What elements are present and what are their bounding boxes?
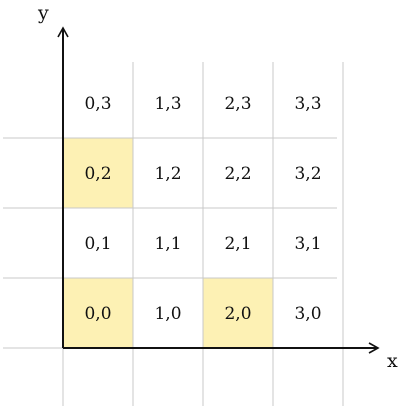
cell-label: 1,3 <box>154 94 181 114</box>
cell-label: 3,0 <box>294 304 321 324</box>
cell-label: 3,2 <box>294 164 321 184</box>
axes: x y <box>37 2 398 372</box>
highlighted-cell <box>63 138 133 208</box>
cell-label: 1,0 <box>154 304 181 324</box>
y-axis-label: y <box>37 2 49 24</box>
cell-label: 2,2 <box>224 164 251 184</box>
cell-labels: 0,0 1,0 2,0 3,0 0,1 1,1 2,1 3,1 0,2 1,2 2,2 3,2 0,3 1… <box>84 94 321 324</box>
cell-label: 0,2 <box>84 164 111 184</box>
cell-label: 1,2 <box>154 164 181 184</box>
cell-label: 3,1 <box>294 234 321 254</box>
cell-label: 2,1 <box>224 234 251 254</box>
x-axis-label: x <box>387 350 398 372</box>
highlight-layer <box>63 138 273 348</box>
highlighted-cell <box>203 278 273 348</box>
cell-label: 0,1 <box>84 234 111 254</box>
cell-label: 0,3 <box>84 94 111 114</box>
cell-label: 1,1 <box>154 234 181 254</box>
highlighted-cell <box>63 278 133 348</box>
cell-label: 2,0 <box>224 304 251 324</box>
cell-label: 2,3 <box>224 94 251 114</box>
cell-label: 3,3 <box>294 94 321 114</box>
cell-label: 0,0 <box>84 304 111 324</box>
